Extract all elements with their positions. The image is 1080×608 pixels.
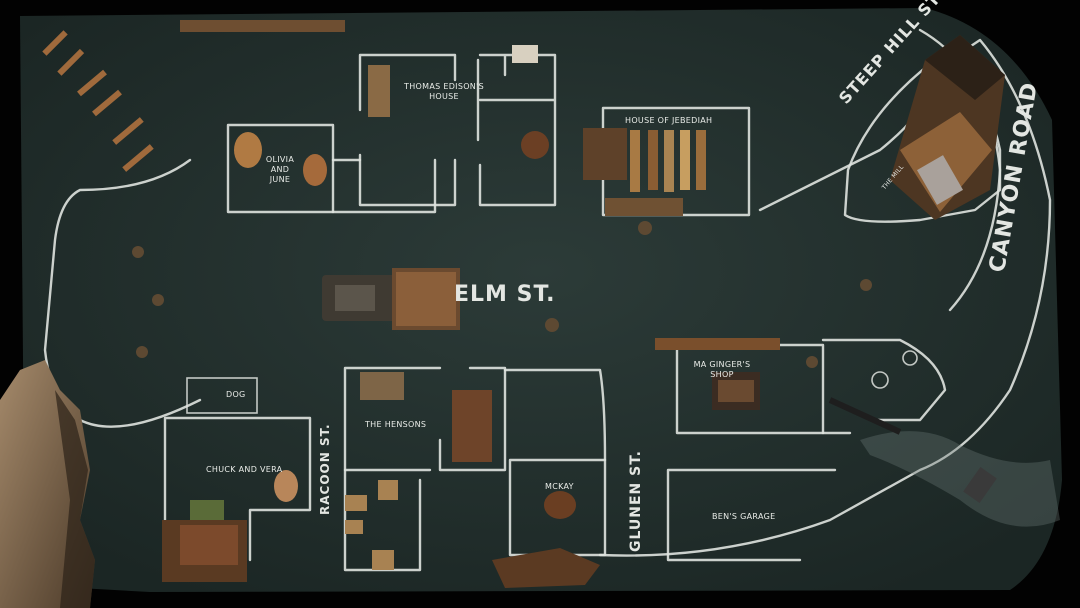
lot-label-dog: DOG: [226, 390, 246, 399]
street-label-glunen: GLUNEN ST.: [628, 450, 644, 552]
fence-planks: [42, 30, 154, 172]
villagers: [132, 221, 872, 368]
mckay-road-chalk: [503, 368, 607, 462]
dog-lot-chalk: [186, 377, 258, 414]
chuck-bed-sheet: [180, 525, 238, 565]
chuck-chair: [274, 470, 298, 502]
rock-shadow: [55, 390, 95, 608]
smoke-plume: [860, 431, 1060, 527]
hensons-desk: [360, 372, 404, 400]
lot-label-mckay: McKAY: [545, 482, 574, 491]
circle-chalk: [871, 371, 889, 389]
chuck-lot-chalk: [163, 416, 312, 562]
lot-label-chuck: CHUCK AND VERA: [206, 465, 283, 474]
edison-lot-chalk: [358, 53, 557, 207]
lot-label-jebediah: HOUSE OF JEBEDIAH: [625, 116, 713, 125]
olivia-lot-chalk: [226, 123, 335, 214]
ma-ginger-shop: [655, 338, 780, 410]
street-label-racoon: RACOON ST.: [318, 423, 332, 515]
chuck-green-box: [190, 500, 224, 520]
olivia-edge-chalk: [331, 158, 437, 214]
road-edge-chalk: [43, 38, 1052, 557]
edison-stool: [512, 45, 538, 63]
mill-house: [890, 35, 1005, 220]
ben-lot-chalk: [666, 468, 837, 562]
top-beam: [180, 20, 345, 32]
lot-label-olivia: OLIVIA AND JUNE: [265, 155, 295, 184]
mckay-crates: [492, 548, 600, 588]
lot-label-hensons: THE HENSONS: [365, 420, 427, 429]
edison-desk: [368, 65, 390, 117]
olivia-chair: [234, 132, 262, 168]
mckay-table: [544, 491, 576, 519]
racoon-crates: [345, 480, 398, 570]
signboard: [963, 466, 997, 504]
june-chair: [303, 154, 327, 186]
edison-table: [521, 131, 549, 159]
jebediah-house: [583, 128, 706, 216]
cannon: [828, 397, 902, 435]
circle-chalk: [902, 350, 918, 366]
street-label-elm: ELM ST.: [454, 282, 556, 307]
lot-label-edison: THOMAS EDISON'S HOUSE: [404, 82, 484, 101]
lot-label-ma-ginger: MA GINGER'S SHOP: [693, 360, 751, 379]
hensons-table: [452, 390, 492, 462]
truck: [322, 268, 460, 330]
lot-label-ben: BEN'S GARAGE: [712, 512, 776, 521]
ma-ginger-yard-chalk: [821, 338, 947, 435]
ground-board: [20, 8, 1062, 592]
